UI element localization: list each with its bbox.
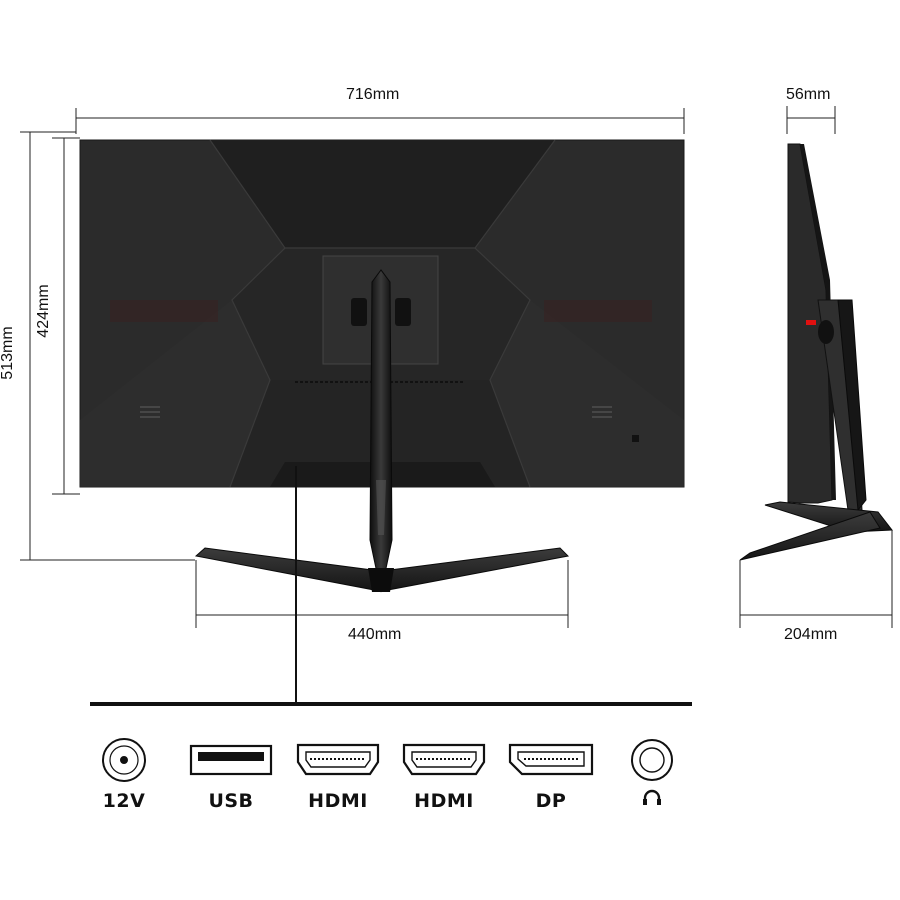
headphones-glyph xyxy=(643,789,661,805)
port-label-hdmi-2: HDMI xyxy=(414,790,474,812)
monitor-stand-front xyxy=(194,269,570,593)
depth-dimension-line xyxy=(786,106,836,134)
usb-port-icon xyxy=(189,744,273,776)
hdmi-port-icon xyxy=(402,743,486,776)
hdmi-port-icon xyxy=(296,743,380,776)
width-dimension-line xyxy=(75,108,685,134)
dc-power-icon xyxy=(102,738,146,782)
width-dimension-label: 716mm xyxy=(346,86,400,103)
screen-height-dimension-label: 424mm xyxy=(35,284,52,338)
total-height-dimension-label: 513mm xyxy=(0,326,16,380)
right-speaker-grille xyxy=(592,406,612,418)
screen-height-dimension-line xyxy=(52,137,80,495)
base-width-dimension-label: 440mm xyxy=(348,626,402,643)
left-led-strip xyxy=(110,300,218,322)
displayport-icon xyxy=(508,743,594,776)
left-speaker-grille xyxy=(140,406,160,418)
total-height-dimension-line xyxy=(20,131,195,561)
base-depth-dimension-line xyxy=(739,530,893,628)
headphone-jack-icon xyxy=(631,739,673,781)
port-callout-line xyxy=(90,466,692,706)
base-depth-dimension-label: 204mm xyxy=(784,626,838,643)
port-label-hdmi-1: HDMI xyxy=(308,790,368,812)
right-led-strip xyxy=(544,300,652,322)
depth-dimension-label: 56mm xyxy=(786,86,831,103)
monitor-side-view xyxy=(739,143,893,561)
base-width-dimension-line xyxy=(195,560,569,628)
port-label-dp: DP xyxy=(535,790,567,812)
port-label-12v: 12V xyxy=(102,790,146,812)
port-label-usb: USB xyxy=(208,790,254,812)
